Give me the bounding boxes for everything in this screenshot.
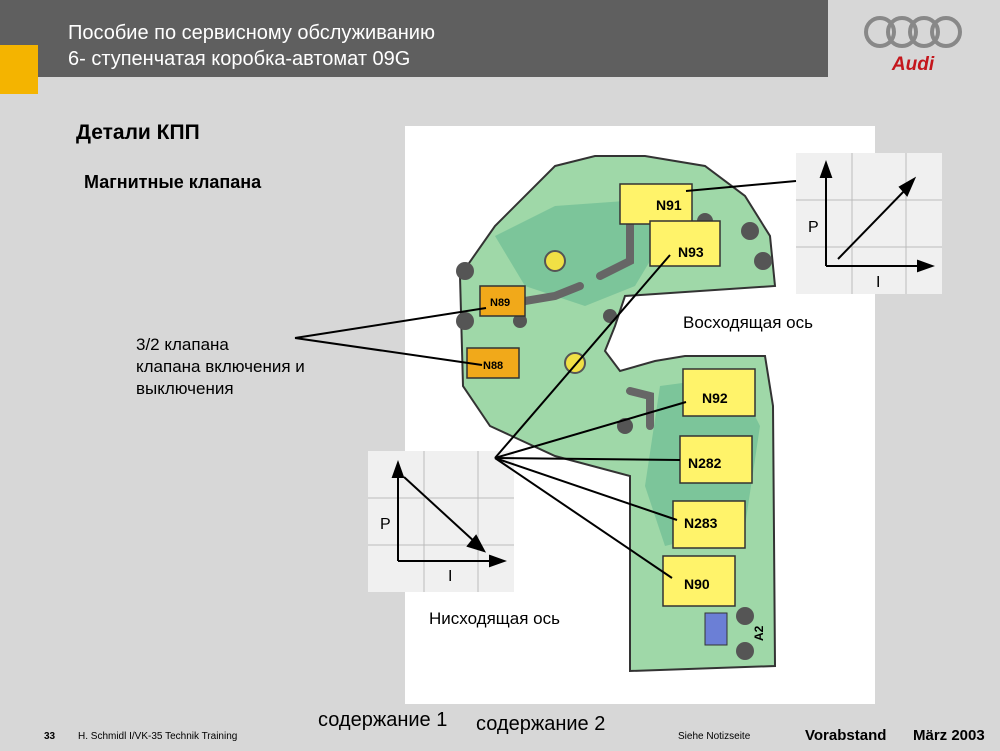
valve-n89-label: N89 xyxy=(490,297,510,309)
rising-characteristic-graph: P I xyxy=(796,153,942,294)
valve-n283 xyxy=(672,500,746,549)
falling-x-axis: I xyxy=(448,568,452,585)
footer-author: H. Schmidl I/VK-35 Technik Training xyxy=(78,731,238,742)
falling-y-axis: P xyxy=(380,516,391,533)
connector-a2 xyxy=(704,612,728,646)
valve-n282-label: N282 xyxy=(688,455,722,471)
valve-n90-label: N90 xyxy=(684,576,710,592)
footer-notes-link: Siehe Notizseite xyxy=(678,731,751,742)
valve-label-line2: клапана включения и xyxy=(136,357,305,376)
valve-n92-label: N92 xyxy=(702,390,728,406)
header-title: Пособие по сервисному обслуживанию 6- ст… xyxy=(68,20,435,72)
page-title: Детали КПП xyxy=(76,121,200,144)
valve-label: 3/2 клапана клапана включения и выключен… xyxy=(136,334,305,400)
contents-link-2[interactable]: содержание 2 xyxy=(476,713,606,735)
rising-y-axis: P xyxy=(808,219,819,236)
valve-n91-label: N91 xyxy=(656,197,682,213)
valve-n88-label: N88 xyxy=(483,360,503,372)
footer-date: März 2003 xyxy=(913,727,985,744)
accent-block xyxy=(0,45,38,94)
valve-n93-label: N93 xyxy=(678,244,704,260)
rising-x-axis: I xyxy=(876,274,880,291)
brand-wordmark: Audi xyxy=(891,54,935,74)
rising-axis-label: Восходящая ось xyxy=(680,313,816,333)
header-title-line1: Пособие по сервисному обслуживанию xyxy=(68,22,435,44)
valve-n283-label: N283 xyxy=(684,515,718,531)
audi-logo: Audi xyxy=(864,16,962,74)
falling-axis-label: Нисходящая ось xyxy=(426,609,563,629)
contents-link-1[interactable]: содержание 1 xyxy=(318,709,448,731)
section-subtitle: Магнитные клапана xyxy=(84,172,262,192)
header-bar xyxy=(0,0,828,77)
connector-a2-label: A2 xyxy=(752,625,766,641)
valve-n90 xyxy=(662,555,736,607)
footer-page-number: 33 xyxy=(44,731,56,742)
valve-n92 xyxy=(682,368,756,417)
valve-n282 xyxy=(679,435,753,484)
falling-characteristic-graph: P I xyxy=(368,451,514,592)
header-title-line2: 6- ступенчатая коробка-автомат 09G xyxy=(68,48,411,70)
valve-label-line1: 3/2 клапана xyxy=(136,335,229,354)
footer-draft-label: Vorabstand xyxy=(805,727,887,744)
valve-label-line3: выключения xyxy=(136,379,234,398)
